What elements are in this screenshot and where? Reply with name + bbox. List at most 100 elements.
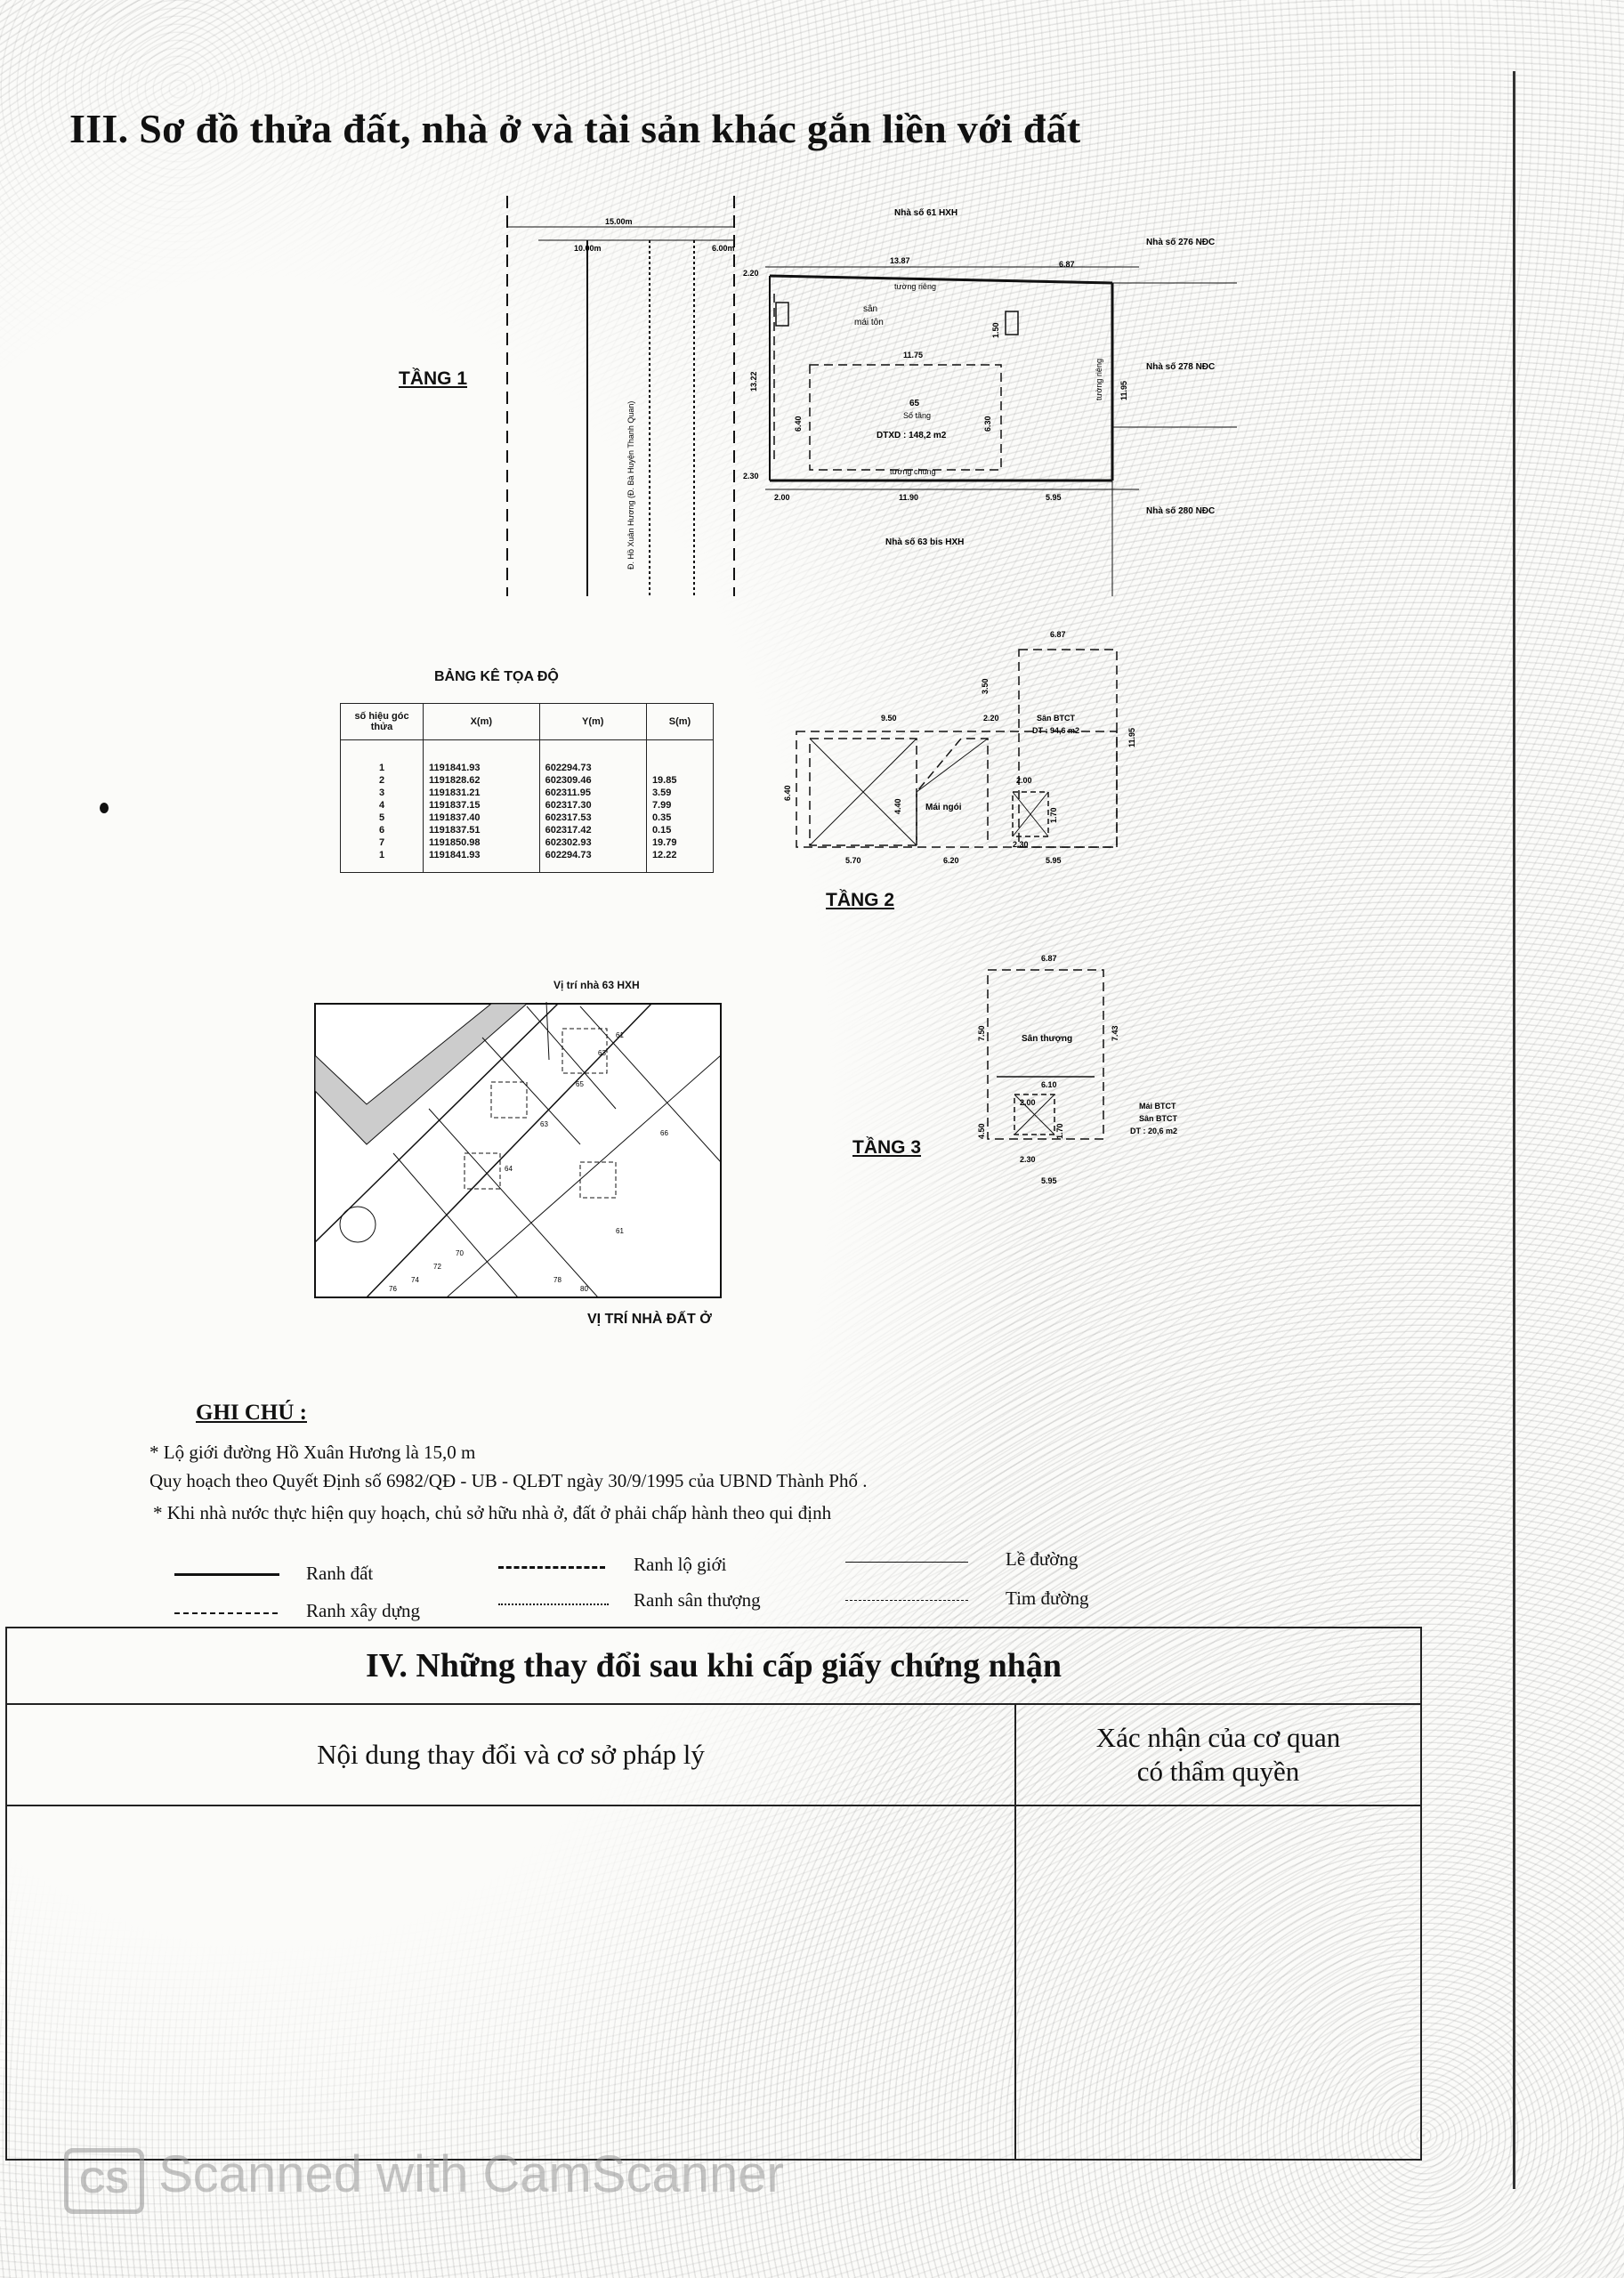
- floor-2-label: TẦNG 2: [826, 890, 895, 910]
- camscanner-logo: CS: [64, 2148, 144, 2214]
- street-label: Đ. Hồ Xuân Hương (Đ. Bà Huyện Thanh Quan…: [626, 401, 635, 570]
- cell: 1191850.98: [423, 836, 540, 849]
- cell: 602294.73: [538, 739, 647, 774]
- dim-text: 6.00m: [712, 244, 735, 253]
- legend-label: Ranh lộ giới: [634, 1554, 727, 1575]
- legend-label: Ranh sân thượng: [634, 1589, 761, 1611]
- floor-1-plan: 15.00m 10.00m 6.00m 13.87 6.87 2.20 2.30…: [506, 196, 1237, 596]
- dim-text: 2.30: [1020, 1155, 1036, 1164]
- dim-text: 5.95: [1046, 493, 1062, 502]
- cell: 19.85: [645, 774, 715, 787]
- legend-line-road-boundary: [498, 1566, 605, 1569]
- dim-text: 1.70: [1055, 1123, 1064, 1139]
- dim-text: 7.50: [977, 1025, 986, 1041]
- note-line: * Khi nhà nước thực hiện quy hoạch, chủ …: [153, 1502, 832, 1523]
- lot-number: 64: [505, 1165, 513, 1173]
- dim-text: 11.95: [1119, 381, 1128, 400]
- wall-label: tường riêng: [894, 282, 936, 291]
- legend-line-land: [174, 1573, 279, 1576]
- dim-text: 15.00m: [605, 217, 633, 226]
- floor-3-label: TẦNG 3: [852, 1137, 922, 1158]
- changes-column-header: Nội dung thay đổi và cơ sở pháp lý: [7, 1705, 1016, 1806]
- lot-number: 70: [456, 1249, 464, 1257]
- location-map: 61 63 65 64 63 66 61 70 72 74 76 78 80: [314, 1002, 722, 1298]
- floor-2-text: Mái ngói: [925, 803, 962, 812]
- dim-text: 6.20: [943, 856, 959, 865]
- cell: 1191837.40: [423, 812, 540, 824]
- dim-text: 11.75: [903, 351, 923, 359]
- floor-1-text: sân: [863, 304, 877, 314]
- dim-text: 5.70: [845, 856, 861, 865]
- dim-text: 1.50: [991, 322, 1000, 338]
- dim-text: 2.20: [983, 714, 999, 723]
- column-divider: [1014, 1806, 1016, 2159]
- authority-column-header: Xác nhận của cơ quan có thẩm quyền: [1016, 1705, 1420, 1806]
- location-pointer-label: Vị trí nhà 63 HXH: [553, 979, 640, 991]
- section-3-title: III. Sơ đồ thửa đất, nhà ở và tài sản kh…: [69, 106, 1081, 151]
- lot-number: 65: [576, 1080, 584, 1088]
- cell: 602309.46: [538, 774, 647, 787]
- lot-number: 63: [540, 1120, 548, 1128]
- floor-3-text: Mái BTCT: [1139, 1102, 1176, 1111]
- neighbor-label: Nhà số 280 NĐC: [1146, 505, 1215, 516]
- floor-1-text: Số tầng: [903, 411, 931, 420]
- cell: 3: [340, 787, 424, 799]
- floor-1-text: mái tôn: [854, 318, 884, 327]
- dim-text: 11.95: [1127, 728, 1136, 747]
- floor-3-text: Sân thượng: [1022, 1034, 1072, 1044]
- legend-label: Ranh đất: [306, 1563, 374, 1584]
- floor-1-text: DTXD : 148,2 m2: [877, 431, 947, 440]
- cell: 602311.95: [538, 787, 647, 799]
- legend-label: Ranh xây dựng: [306, 1600, 421, 1621]
- lot-number: 80: [580, 1285, 588, 1293]
- dim-text: 2.30: [743, 472, 759, 481]
- cell: 1191831.21: [423, 787, 540, 799]
- lot-number: 78: [553, 1276, 562, 1284]
- dim-text: 6.10: [1041, 1080, 1057, 1089]
- cell: 1191841.93: [423, 739, 540, 774]
- lot-number: 61: [616, 1031, 624, 1039]
- cell: 1: [340, 739, 424, 774]
- cell: [645, 739, 715, 774]
- legend-line-terrace: [498, 1603, 609, 1605]
- lot-number: 63: [598, 1049, 606, 1057]
- dim-text: 6.30: [983, 416, 992, 432]
- dim-text: 4.40: [893, 798, 902, 814]
- note-line: Quy hoạch theo Quyết Định số 6982/QĐ - U…: [149, 1470, 868, 1491]
- dim-text: 6.40: [794, 416, 803, 432]
- cell: 4: [340, 799, 424, 812]
- dim-text: 11.90: [899, 493, 918, 502]
- neighbor-label: Nhà số 278 NĐC: [1146, 361, 1215, 372]
- cell: 1: [340, 849, 424, 873]
- dim-text: 5.95: [1046, 856, 1062, 865]
- lot-number: 72: [433, 1263, 441, 1271]
- cell: 1191837.51: [423, 824, 540, 836]
- dim-text: 6.87: [1050, 630, 1066, 639]
- dim-text: 2.20: [743, 269, 759, 278]
- punch-mark: [100, 803, 109, 813]
- floor-2-text: DT : 94,6 m2: [1032, 726, 1079, 735]
- wall-label: tường chung: [890, 467, 935, 476]
- cell: 7.99: [645, 799, 715, 812]
- dim-text: 2.30: [1013, 840, 1029, 849]
- floor-3-text: Sân BTCT: [1139, 1114, 1178, 1123]
- floor-1-text: 65: [909, 399, 920, 408]
- floor-2-text: Sân BTCT: [1037, 714, 1076, 723]
- dim-text: 6.87: [1041, 954, 1057, 963]
- col-header: số hiệu góc thửa: [340, 703, 424, 740]
- cell: 19.79: [645, 836, 715, 849]
- coord-table-title: BẢNG KÊ TỌA ĐỘ: [434, 669, 559, 684]
- location-map-label: VỊ TRÍ NHÀ ĐẤT Ở: [587, 1312, 712, 1327]
- cell: 0.35: [645, 812, 715, 824]
- legend-line-road-center: [845, 1600, 968, 1601]
- cell: 602317.42: [538, 824, 647, 836]
- legend-line-building: [174, 1612, 278, 1614]
- floor-3-text: DT : 20,6 m2: [1130, 1127, 1177, 1135]
- page-border: [1513, 71, 1515, 2189]
- col-header: X(m): [423, 703, 540, 740]
